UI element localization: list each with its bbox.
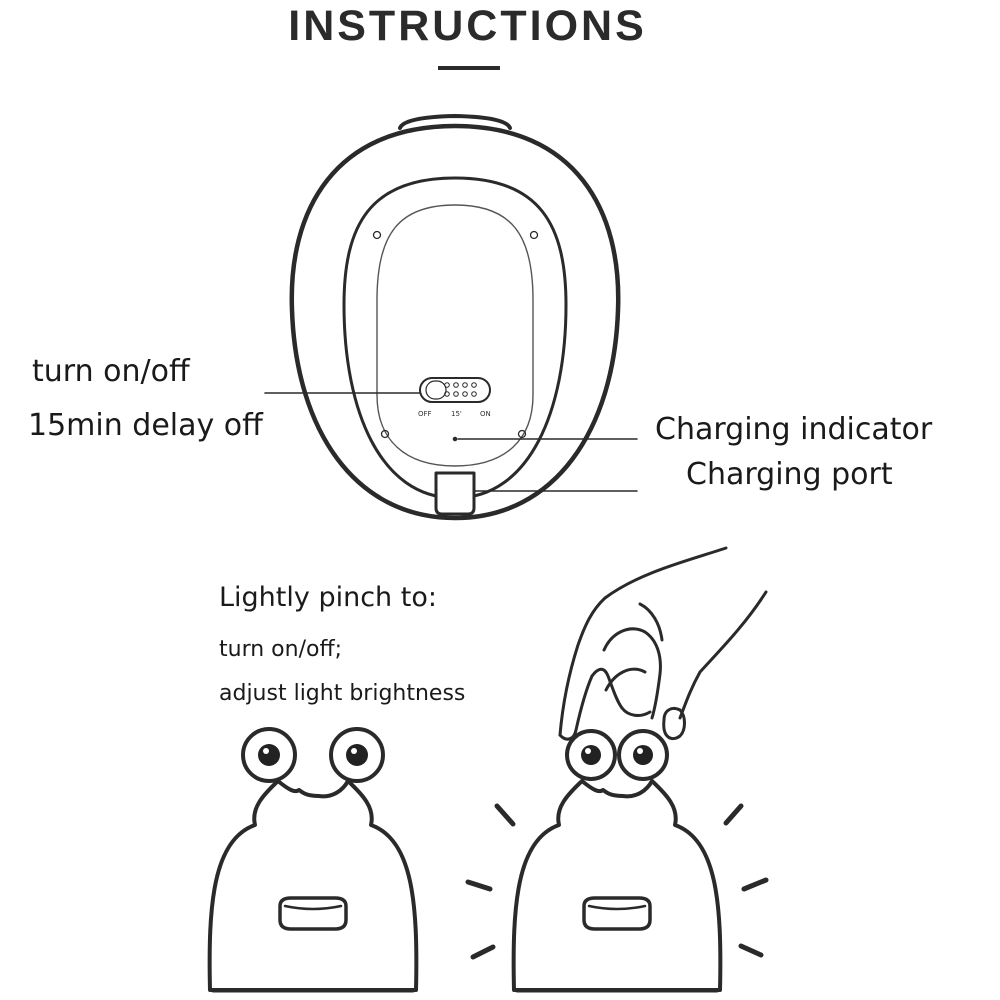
lamp-bottom-view (289, 114, 621, 521)
switch-on-mark: ON (480, 410, 491, 418)
snail-lamp-idle (207, 727, 419, 993)
light-ray (465, 879, 493, 892)
delay-off-label: 15min delay off (28, 408, 263, 443)
light-rays (465, 803, 769, 960)
pinching-hand (558, 546, 768, 741)
lamp-mouth (278, 896, 348, 931)
lamp-top-bump (398, 114, 512, 130)
lamp-outer-shell (289, 123, 621, 521)
pupil (633, 745, 653, 765)
lamp-mouth (582, 896, 652, 931)
turn-on-off-label: turn on/off (32, 354, 190, 389)
snail-lamp-lit (511, 729, 723, 993)
switch-delay-mark: 15' (451, 410, 462, 418)
title-underline (438, 66, 500, 70)
pupil (258, 744, 280, 766)
pinch-line-2: adjust light brightness (219, 681, 466, 706)
page-title: INSTRUCTIONS (288, 2, 647, 50)
screw (372, 230, 382, 240)
lamp-body (511, 779, 723, 992)
light-ray (494, 803, 516, 827)
lamp-body (207, 779, 419, 992)
light-ray (738, 943, 764, 958)
screw (380, 429, 390, 439)
pupil (346, 744, 368, 766)
pinch-line-1: turn on/off; (219, 637, 343, 662)
pupil (581, 745, 601, 765)
light-ray (741, 877, 769, 892)
charging-port (434, 471, 476, 516)
light-ray (470, 944, 496, 960)
screw (517, 429, 527, 439)
charging-port-label: Charging port (686, 457, 893, 492)
power-switch (419, 377, 491, 403)
switch-off-mark: OFF (418, 410, 432, 418)
charging-indicator-dot (452, 436, 458, 442)
charging-indicator-label: Charging indicator (655, 412, 933, 447)
screw (529, 230, 539, 240)
pinch-heading: Lightly pinch to: (219, 582, 437, 613)
light-ray (723, 803, 744, 826)
lamp-inner-panel (376, 204, 534, 467)
